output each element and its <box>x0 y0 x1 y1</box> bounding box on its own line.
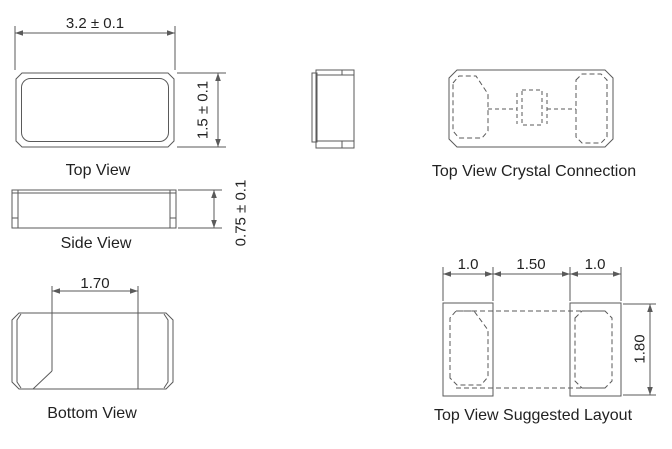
crystal-connection-outline <box>448 69 614 148</box>
bottom-view: 1.70 Bottom View <box>11 275 174 422</box>
bottom-view-outline <box>11 312 174 390</box>
top-view-outline <box>15 72 175 148</box>
top-view-height-dimension: 1.5 ± 0.1 <box>194 81 211 139</box>
crystal-connection-view: Top View Crystal Connection <box>432 69 636 180</box>
arrowhead-up <box>215 73 221 81</box>
arrowhead-right <box>485 271 493 277</box>
top-view-width-dimension: 3.2 ± 0.1 <box>66 15 124 32</box>
arrowhead-up <box>647 304 653 312</box>
top-view: 3.2 ± 0.1 1.5 ± 0.1 Top View <box>14 15 226 179</box>
arrowhead-left <box>15 30 23 36</box>
right-electrode-pad-dashed <box>574 310 613 389</box>
arrowhead-left <box>570 271 578 277</box>
left-electrode-pad-dashed <box>452 75 489 139</box>
side-view-body <box>11 189 177 229</box>
layout-left-pad-dimension: 1.0 <box>458 256 479 273</box>
arrowhead-up <box>211 190 217 198</box>
arrowhead-down <box>215 139 221 147</box>
layout-gap-dimension: 1.50 <box>516 256 545 273</box>
side-view: 0.75 ± 0.1 Side View <box>11 180 249 252</box>
top-view-label: Top View <box>66 162 131 179</box>
arrowhead-left <box>493 271 501 277</box>
right-cap-inner-line <box>163 313 169 389</box>
end-view-lid <box>311 72 318 143</box>
layout-left-land-pad <box>442 302 494 397</box>
crystal-symbol-body <box>521 89 543 126</box>
arrowhead-left <box>443 271 451 277</box>
top-view-inner-cavity <box>21 78 169 142</box>
layout-height-dimension: 1.80 <box>631 334 648 363</box>
end-view <box>311 69 355 149</box>
side-view-label: Side View <box>61 235 132 252</box>
bottom-view-gap-dimension: 1.70 <box>80 275 109 292</box>
arrowhead-right <box>562 271 570 277</box>
crystal-connection-label: Top View Crystal Connection <box>432 163 636 180</box>
bottom-view-label: Bottom View <box>47 405 137 422</box>
arrowhead-down <box>211 220 217 228</box>
arrowhead-down <box>647 387 653 395</box>
suggested-layout-view: 1.0 1.50 1.0 1.80 Top View Suggested Lay… <box>434 256 656 424</box>
left-electrode-pad-dashed <box>449 310 489 386</box>
layout-right-land-pad <box>569 302 622 397</box>
arrowhead-right <box>130 288 138 294</box>
suggested-layout-label: Top View Suggested Layout <box>434 407 633 424</box>
arrowhead-right <box>167 30 175 36</box>
left-pad-chamfer <box>32 370 53 390</box>
side-view-height-dimension: 0.75 ± 0.1 <box>232 180 249 247</box>
layout-right-pad-dimension: 1.0 <box>585 256 606 273</box>
left-cap-inner-line <box>16 313 22 389</box>
arrowhead-left <box>52 288 60 294</box>
end-view-body <box>315 69 355 149</box>
arrowhead-right <box>613 271 621 277</box>
right-electrode-pad-dashed <box>575 73 608 144</box>
